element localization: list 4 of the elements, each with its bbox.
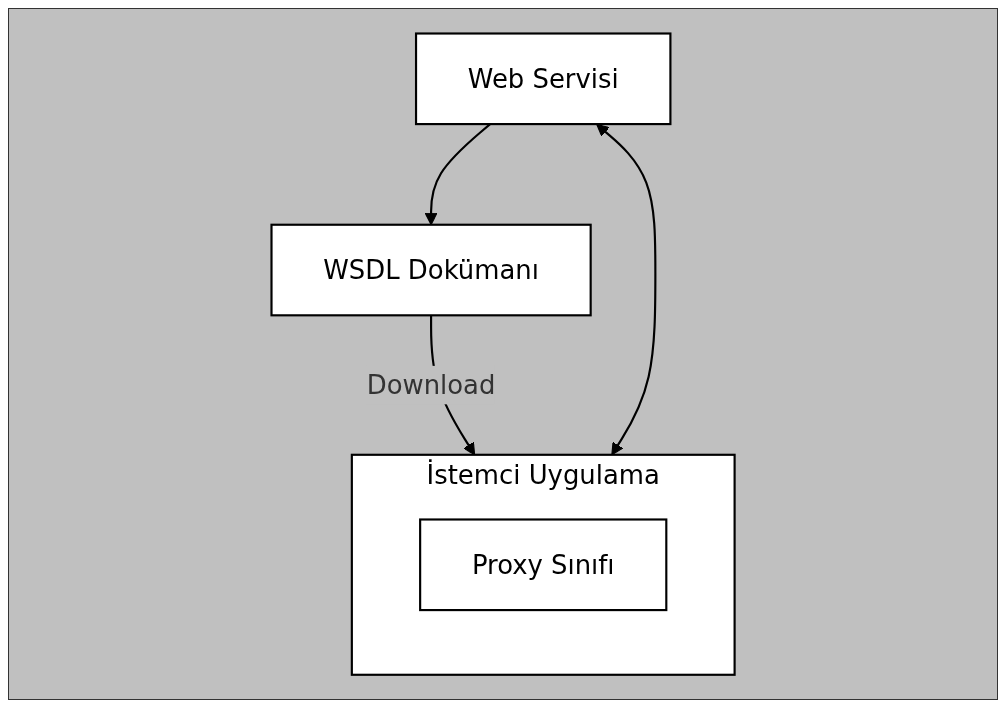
edge-label: Download [366,369,496,401]
node-box: Proxy Sınıfı [419,518,668,612]
node-box: Web Servisi [414,32,672,126]
node-box: WSDL Dokümanı [270,223,592,317]
